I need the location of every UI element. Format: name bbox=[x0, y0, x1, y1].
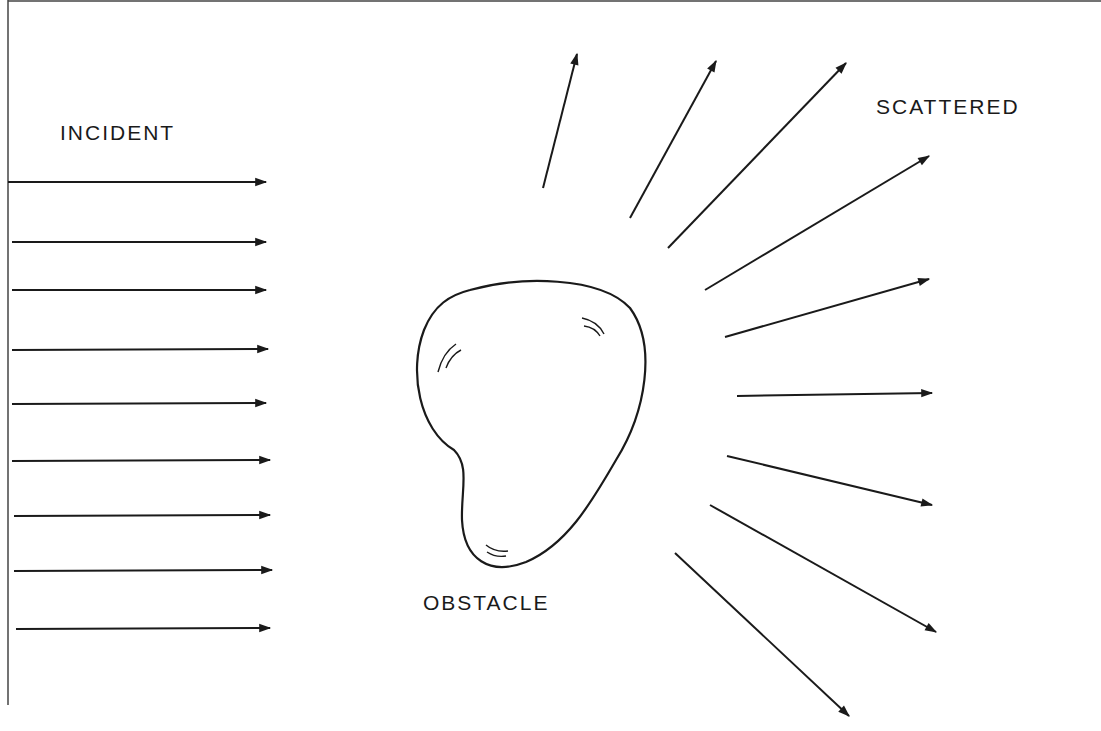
scattered-arrow bbox=[705, 156, 929, 290]
obstacle-label: OBSTACLE bbox=[423, 592, 549, 613]
highlight-mark bbox=[438, 344, 456, 372]
scattered-arrow bbox=[725, 279, 929, 337]
incident-arrow bbox=[12, 460, 270, 461]
highlight-mark bbox=[446, 350, 461, 368]
scattered-arrow bbox=[668, 63, 846, 248]
obstacle-shape bbox=[417, 281, 645, 567]
incident-arrows bbox=[8, 182, 272, 629]
incident-arrow bbox=[12, 241, 266, 243]
incident-arrow bbox=[14, 570, 272, 571]
obstacle-outline bbox=[417, 281, 645, 567]
scattered-arrow bbox=[675, 553, 849, 716]
incident-arrow bbox=[14, 515, 270, 516]
incident-arrow bbox=[8, 181, 266, 183]
highlight-mark bbox=[487, 552, 506, 556]
incident-arrow bbox=[12, 403, 266, 404]
frame-lines bbox=[8, 0, 1101, 705]
frame-left bbox=[7, 0, 9, 705]
scattered-arrow bbox=[737, 393, 932, 396]
scattered-arrow bbox=[630, 61, 716, 218]
incident-label: INCIDENT bbox=[60, 122, 175, 143]
highlight-mark bbox=[584, 326, 600, 336]
incident-arrow bbox=[16, 628, 270, 629]
incident-arrow bbox=[12, 349, 268, 350]
scattered-arrow bbox=[543, 54, 577, 188]
scattered-arrows bbox=[543, 54, 936, 716]
scattered-label: SCATTERED bbox=[876, 96, 1020, 117]
scattered-arrow bbox=[727, 456, 932, 505]
highlight-mark bbox=[486, 545, 508, 551]
frame-top bbox=[8, 0, 1101, 2]
scattered-arrow bbox=[710, 505, 936, 632]
incident-arrow bbox=[12, 289, 266, 291]
